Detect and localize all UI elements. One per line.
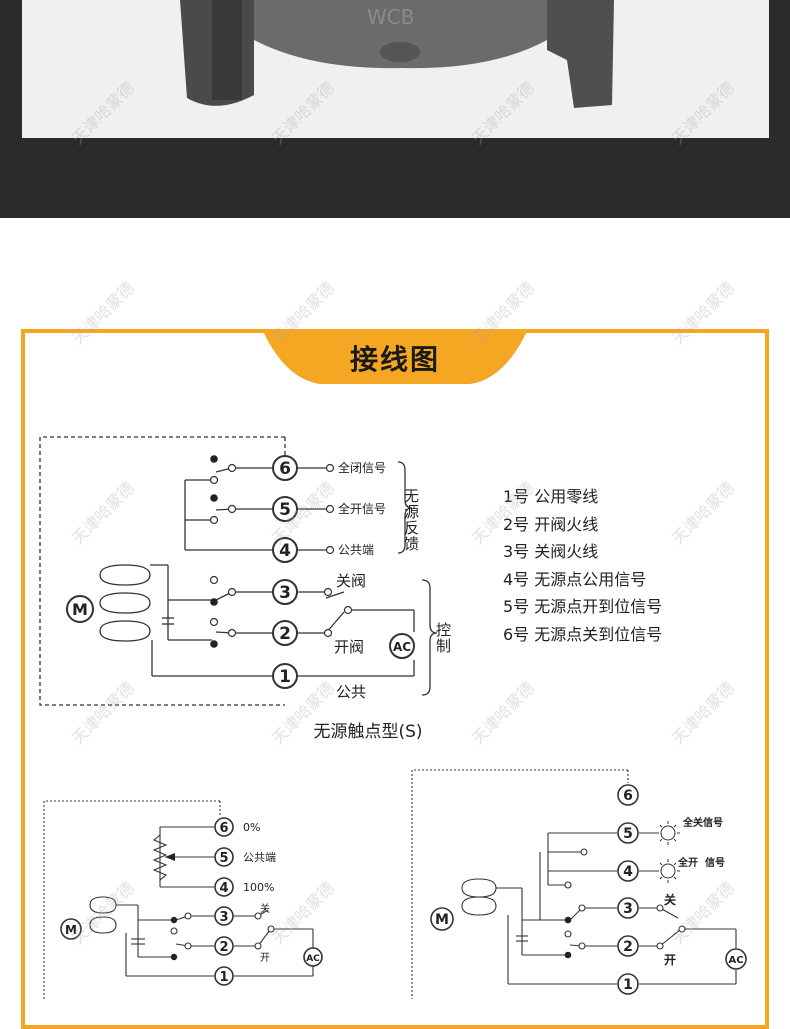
terminal-4: 4 [623, 864, 633, 880]
legend-item: 6号 无源点关到位信号 [503, 624, 663, 644]
label-passive-feedback: 无源反馈 [402, 488, 420, 552]
section-title: 接线图 [349, 343, 440, 376]
terminal-5: 5 [279, 500, 291, 520]
terminal-2: 2 [623, 939, 633, 955]
terminal-4: 4 [219, 881, 228, 896]
terminal-6: 6 [623, 788, 633, 804]
terminal-4: 4 [279, 541, 291, 561]
motor-symbol: M [72, 600, 88, 619]
label-close: 关 [664, 892, 676, 907]
ac-source: AC [393, 640, 411, 654]
label-fully-closed: 全闭信号 [338, 460, 386, 475]
label-close: 关 [260, 902, 270, 915]
label-common-terminal: 公共端 [338, 543, 374, 557]
label-common-terminal: 公共端 [243, 851, 276, 864]
title-tab [262, 329, 528, 384]
terminal-5: 5 [219, 851, 228, 866]
legend-item: 4号 无源点公用信号 [503, 569, 647, 589]
terminal-1: 1 [219, 970, 228, 985]
label-fully-closed-signal: 全关信号 [682, 816, 723, 829]
legend-item: 1号 公用零线 [503, 487, 599, 506]
main-wiring-diagram: 6 5 4 3 2 1 M AC 全闭信号 全开信号 公共端 关阀 开阀 公共 … [39, 436, 452, 742]
terminal-3: 3 [219, 910, 228, 925]
legend-item: 5号 无源点开到位信号 [503, 597, 663, 617]
terminal-legend: 1号 公用零线 2号 开阀火线 3号 关阀火线 4号 无源点公用信号 5号 无源… [503, 483, 662, 649]
potentiometer-wiring-diagram: 6 5 4 3 2 1 M AC 0% 公共端 100% 关 开 [43, 800, 323, 999]
casting-text: WCB [367, 5, 414, 29]
ac-source: AC [728, 955, 743, 966]
label-fully-open: 全开信号 [338, 501, 386, 516]
label-hundred-percent: 100% [243, 881, 274, 894]
legend-item: 2号 开阀火线 [503, 514, 599, 534]
label-fully-open: 全开 [677, 856, 698, 869]
signal-lamp-wiring-diagram: 6 5 4 3 2 1 M AC 全关信号 全开 信号 关 开 [411, 769, 747, 999]
label-control: 控制 [434, 622, 452, 654]
label-open: 开 [664, 953, 676, 967]
terminal-3: 3 [623, 901, 633, 917]
label-common: 公共 [336, 683, 366, 701]
terminal-6: 6 [279, 459, 291, 479]
label-open-valve: 开阀 [334, 638, 364, 656]
motor-symbol: M [435, 912, 449, 928]
product-photo: WCB [22, 0, 769, 138]
motor-symbol: M [65, 923, 77, 937]
terminal-5: 5 [623, 826, 633, 842]
terminal-2: 2 [279, 624, 291, 644]
terminal-1: 1 [279, 667, 291, 687]
terminal-1: 1 [623, 977, 633, 993]
label-close-valve: 关阀 [336, 572, 366, 590]
ac-source: AC [306, 954, 320, 964]
terminal-2: 2 [219, 940, 228, 955]
label-open: 开 [260, 953, 270, 964]
legend-item: 3号 关阀火线 [503, 542, 599, 562]
diagram-caption: 无源触点型(S) [313, 722, 422, 742]
label-signal: 信号 [705, 856, 725, 869]
terminal-6: 6 [219, 821, 228, 836]
label-zero-percent: 0% [243, 821, 260, 834]
terminal-3: 3 [279, 583, 291, 603]
